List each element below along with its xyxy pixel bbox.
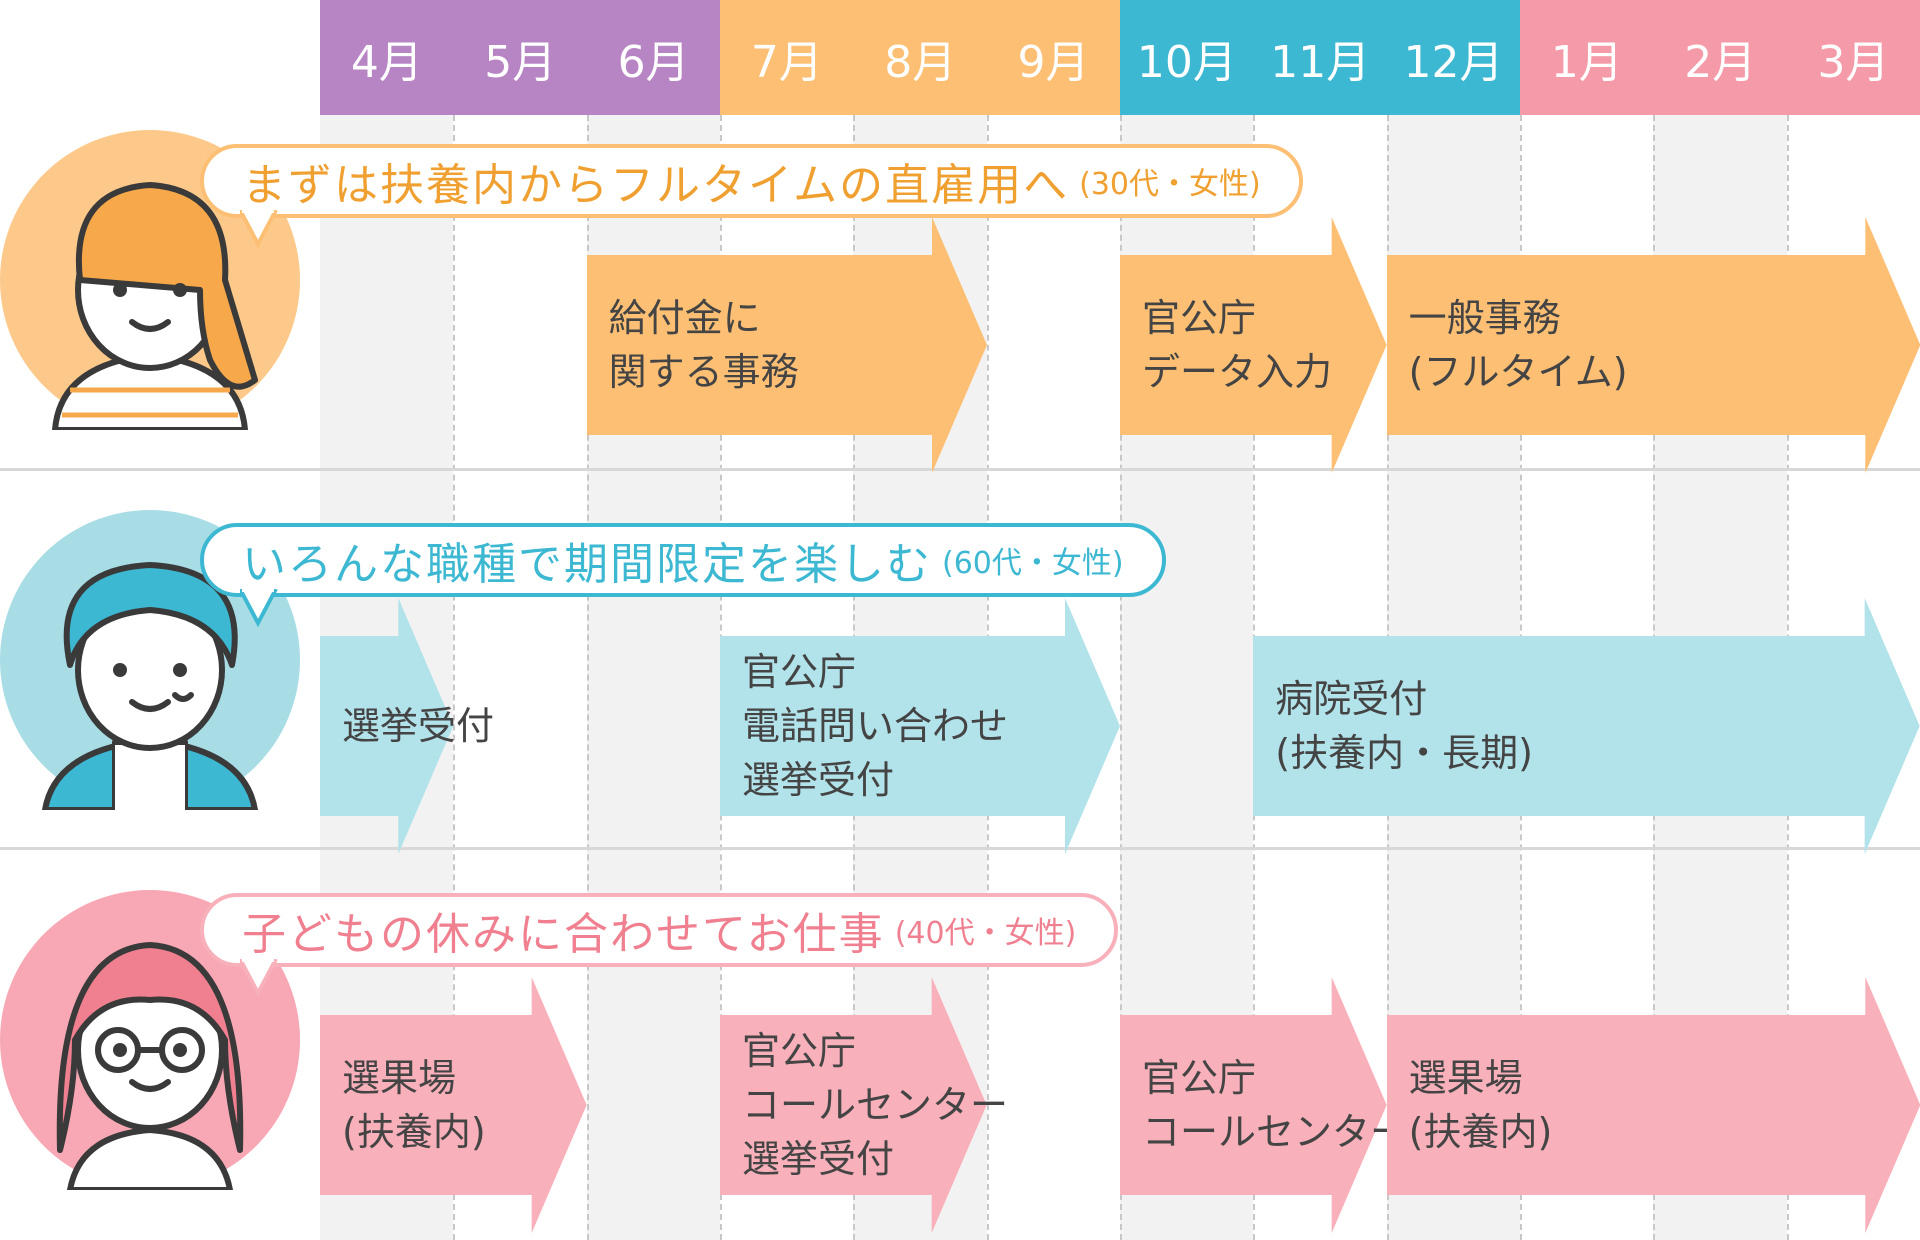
arrow-shape (719, 598, 1120, 854)
bubble-tail (240, 210, 278, 249)
persona-title: まずは扶養内からフルタイムの直雇用へ (242, 160, 1070, 211)
arrow-shape (320, 977, 587, 1233)
job-label: 官公庁 データ入力 (1141, 296, 1332, 394)
row-divider (0, 847, 1920, 850)
month-label: 6月 (586, 0, 721, 115)
arrow-shape (1119, 217, 1387, 473)
month-label: 3月 (1786, 0, 1920, 115)
arrow-shape (719, 977, 987, 1233)
persona-subtitle: (30代・女性) (1079, 167, 1261, 202)
month-label: 7月 (719, 0, 854, 115)
arrow-shape (1119, 977, 1387, 1233)
job-label: 病院受付 (扶養内・長期) (1275, 677, 1533, 775)
job-label: 選果場 (扶養内) (342, 1056, 486, 1154)
month-label: 8月 (853, 0, 988, 115)
job-label: 選挙受付 (342, 704, 495, 748)
job-label: 官公庁 コールセンター (1141, 1056, 1408, 1154)
month-divider (586, 115, 589, 1240)
job-label: 一般事務 (フルタイム) (1408, 296, 1628, 394)
arrow-shape (586, 217, 987, 473)
job-label: 選果場 (扶養内) (1408, 1056, 1553, 1154)
woman-ponytail-icon (0, 130, 300, 433)
persona-speech-bubble: まずは扶養内からフルタイムの直雇用へ (30代・女性) (200, 144, 1303, 218)
job-label: 官公庁 電話問い合わせ 選挙受付 (741, 650, 1008, 802)
persona-speech-bubble: 子どもの休みに合わせてお仕事 (40代・女性) (200, 893, 1119, 967)
arrow-shape (320, 598, 454, 854)
job-label: 官公庁 コールセンター 選挙受付 (741, 1029, 1008, 1181)
month-label: 5月 (453, 0, 588, 115)
month-label: 2月 (1653, 0, 1788, 115)
month-divider (1119, 115, 1122, 1240)
row-divider (0, 468, 1920, 471)
arrow-shape (1386, 217, 1920, 473)
arrow-shape (1253, 598, 1920, 854)
bubble-tail (240, 589, 278, 628)
month-label: 4月 (320, 0, 454, 115)
month-label: 10月 (1119, 0, 1254, 115)
persona-speech-bubble: いろんな職種で期間限定を楽しむ (60代・女性) (200, 523, 1166, 597)
bubble-tail (240, 959, 278, 998)
month-label: 11月 (1253, 0, 1388, 115)
month-divider (453, 115, 456, 1240)
persona-title: いろんな職種で期間限定を楽しむ (242, 539, 932, 590)
persona-title: 子どもの休みに合わせてお仕事 (242, 909, 885, 960)
month-label: 12月 (1386, 0, 1521, 115)
persona-subtitle: (60代・女性) (942, 546, 1124, 581)
month-label: 1月 (1519, 0, 1654, 115)
persona-subtitle: (40代・女性) (894, 916, 1077, 951)
arrow-shape (1386, 977, 1920, 1233)
month-label: 9月 (986, 0, 1121, 115)
job-label: 給付金に 関する事務 (608, 296, 799, 394)
